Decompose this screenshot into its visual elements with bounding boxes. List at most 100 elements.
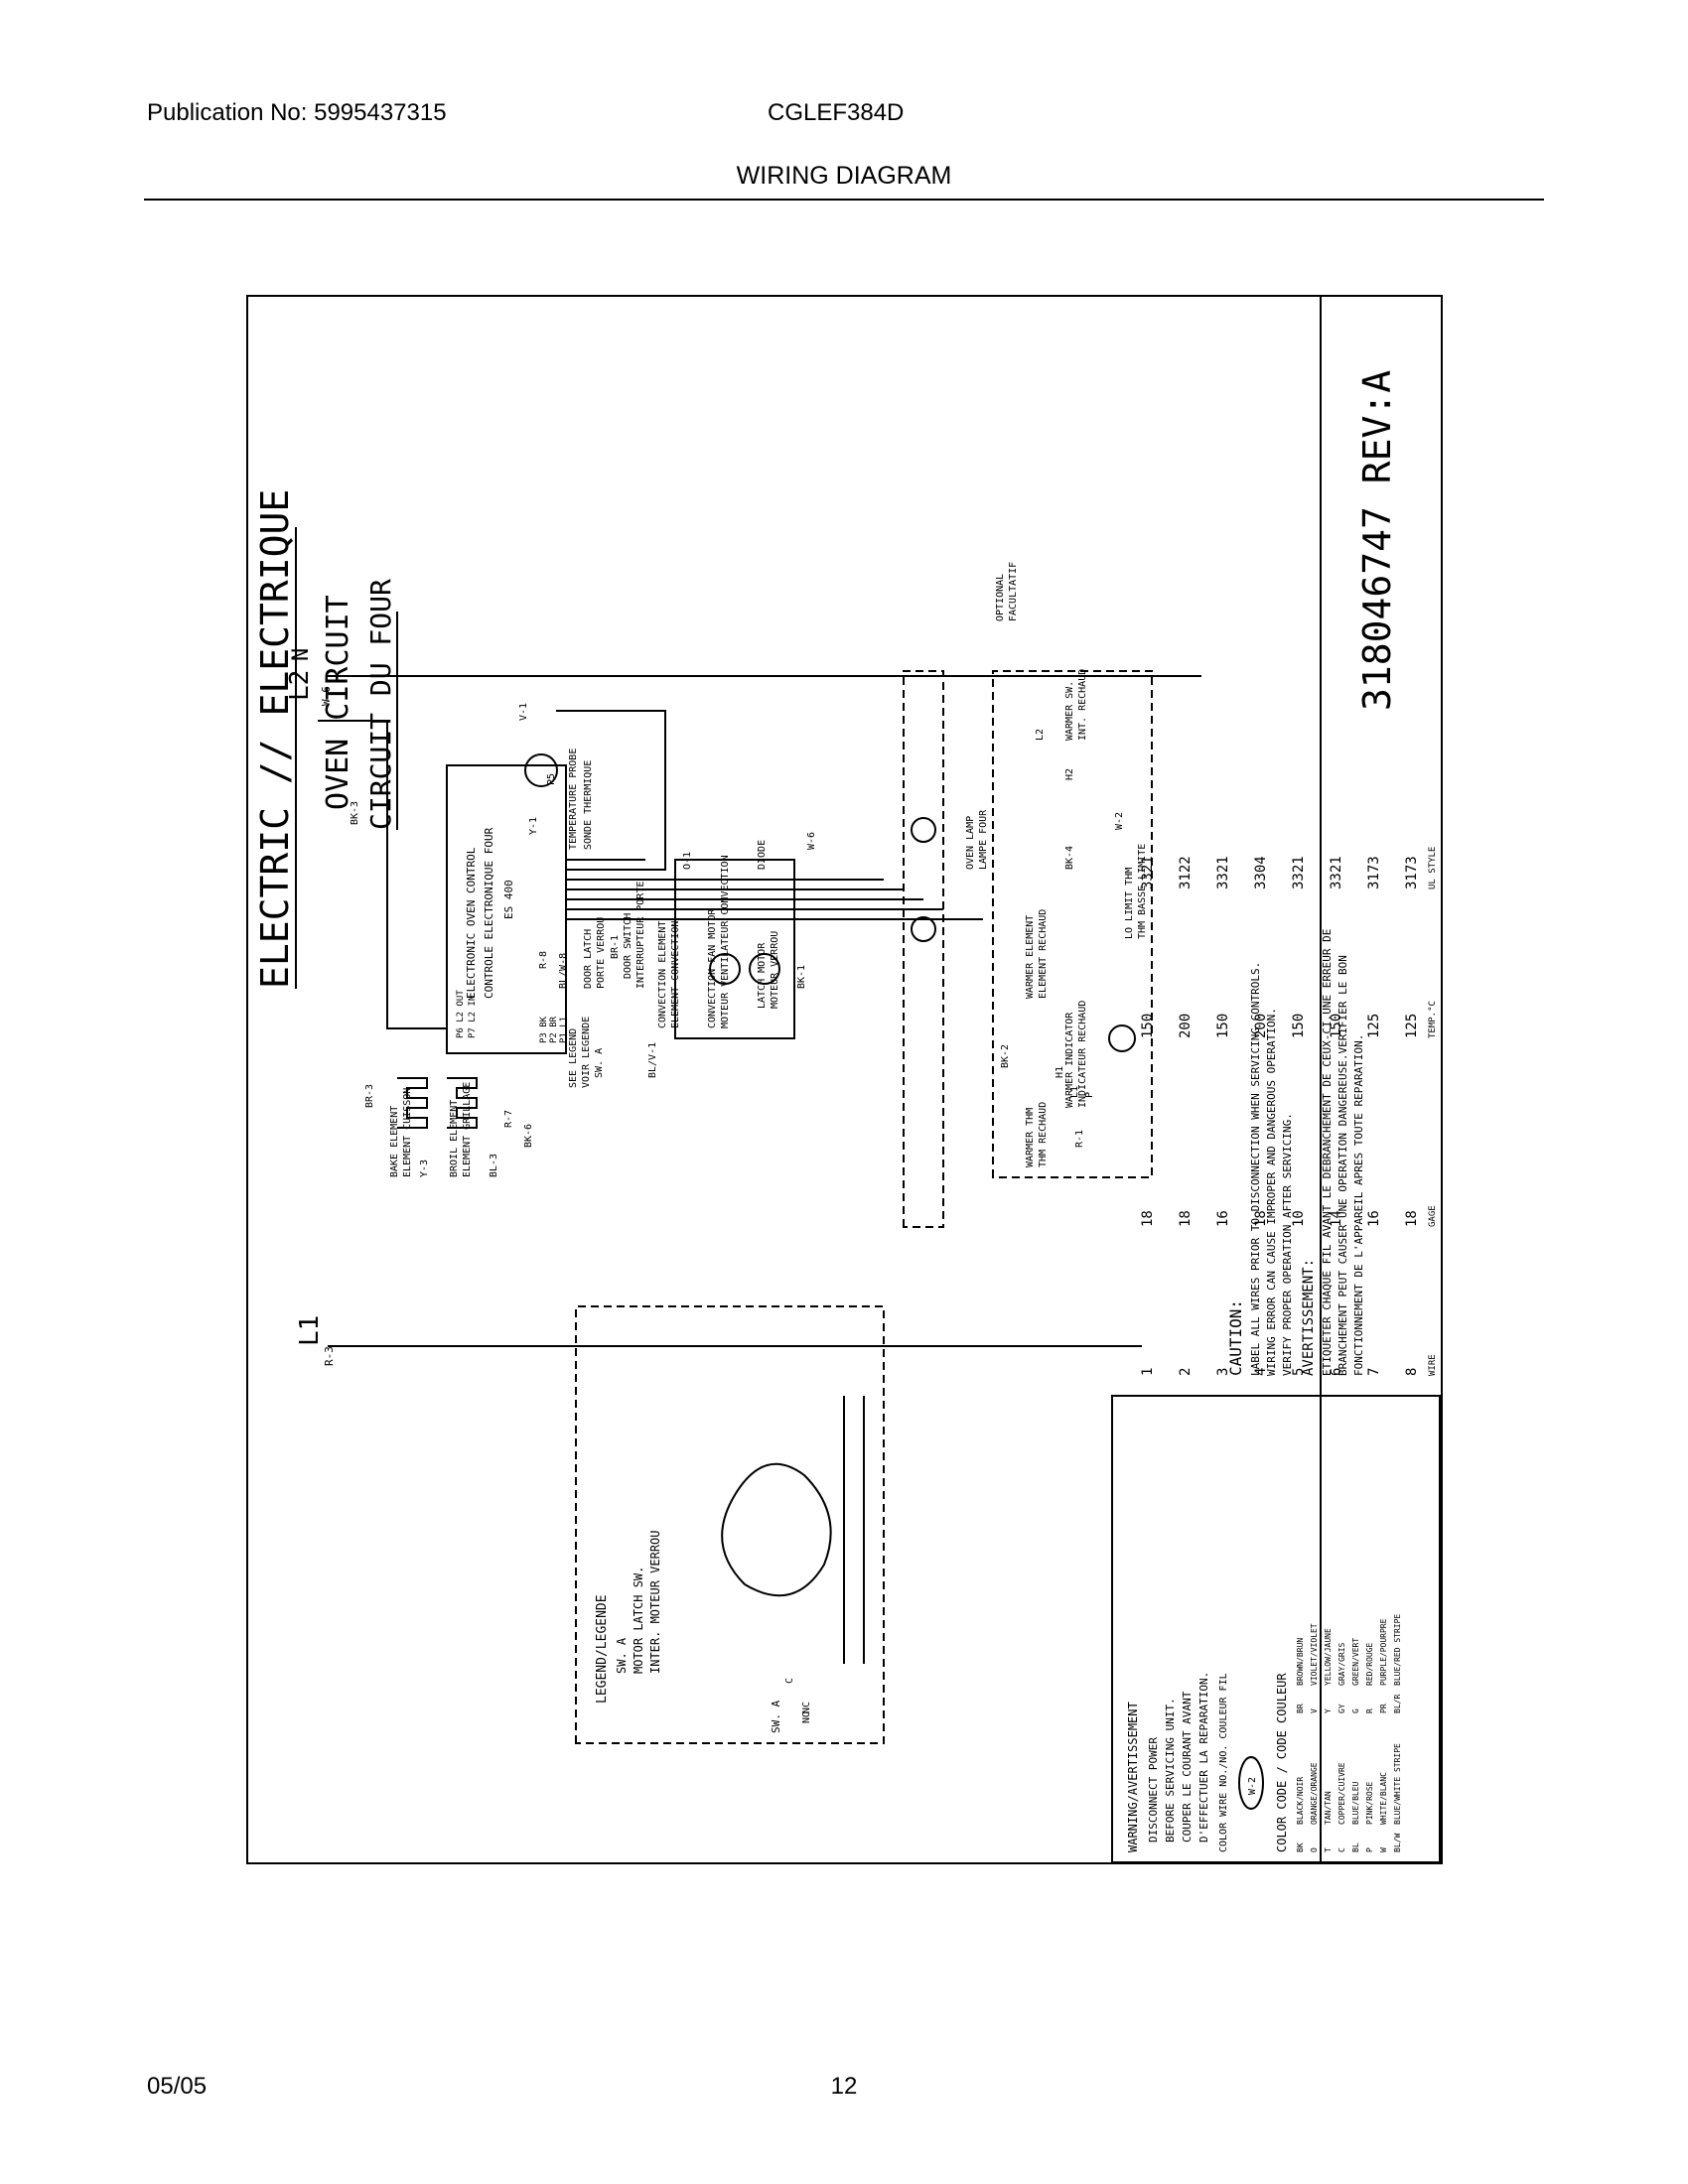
color-code-cell: BROWN/BRUN (1296, 1638, 1305, 1686)
warning-line-3: COUPER LE COURANT AVANT (1181, 1691, 1194, 1843)
wire-table-cell: 3321 (1329, 856, 1344, 889)
header-rule (144, 199, 1544, 201)
control-pin-p3: P3 BK (539, 1016, 549, 1043)
circuit-du-four-title: CIRCUIT DU FOUR (364, 579, 397, 830)
color-code-cell: PINK/ROSE (1365, 1781, 1374, 1825)
warmer-element-label: WARMER ELEMENT (1025, 915, 1036, 999)
part-number: 318046747 REV:A (1355, 370, 1399, 711)
conv-element-label: CONVECTION ELEMENT (657, 921, 668, 1028)
color-code-cell: Y (1324, 1708, 1333, 1713)
color-code-cell: COPPER/CUIVRE (1337, 1762, 1346, 1825)
wire-table-cell: 3173 (1404, 856, 1420, 889)
color-code-cell: TAN/TAN (1324, 1791, 1333, 1825)
warmer-thm-label: WARMER THM (1025, 1108, 1036, 1167)
r7-label: R-7 (503, 1110, 514, 1128)
wire-table-cell: 10 (1291, 1210, 1307, 1227)
color-code-cell: GY (1337, 1704, 1346, 1713)
wire-table-cell: 8 (1404, 1368, 1420, 1376)
color-code-cell: G (1351, 1708, 1360, 1713)
color-code-cell: BLACK/NOIR (1296, 1777, 1305, 1825)
broil-fr-label: ELEMENT GRILLAGE (462, 1082, 473, 1177)
legend-no: NO (801, 1711, 812, 1723)
color-code-cell: GREEN/VERT (1351, 1638, 1360, 1686)
wire-table-cell: 150 (1215, 1014, 1231, 1038)
wire-table-header: TEMP.°C (1428, 1001, 1438, 1038)
n-wire-label: W-6 (320, 686, 333, 706)
bake-label: BAKE ELEMENT (389, 1106, 400, 1177)
warmer-thm-fr-label: THM RECHAUD (1038, 1102, 1049, 1167)
caution-line-2: WIRING ERROR CAN CAUSE IMPROPER AND DANG… (1265, 1008, 1278, 1376)
wire-table-header: UL STYLE (1428, 847, 1438, 889)
wiring-diagram: 318046747 REV:A ELECTRIC // ELECTRIQUE O… (253, 297, 1441, 1862)
wire-table-cell: 3173 (1366, 856, 1382, 889)
oven-lamp-label: OVEN LAMP (965, 816, 976, 870)
l2-wire (318, 720, 447, 1029)
wire-table-cell: 200 (1253, 1014, 1269, 1038)
color-code-cell: GRAY/GRIS (1337, 1642, 1346, 1686)
oven-lamp-1-symbol (911, 817, 936, 843)
p6-label: P6 L2 OUT (456, 990, 466, 1038)
color-code-cell: V (1310, 1708, 1319, 1713)
color-code-cell: C (1337, 1847, 1346, 1852)
control-pin-p2: P2 BR (549, 1016, 559, 1043)
wire-table-cell: 18 (1178, 1210, 1194, 1227)
color-code-cell: P (1365, 1847, 1374, 1852)
diagram-frame: 318046747 REV:A ELECTRIC // ELECTRIQUE O… (246, 295, 1443, 1864)
wire-table-cell: 2 (1178, 1368, 1194, 1376)
color-code-cell: VIOLET/VIOLET (1310, 1623, 1319, 1686)
model-number: CGLEF384D (768, 99, 905, 126)
latch-motor-symbol (749, 953, 780, 985)
wire-table-cell: 4 (1253, 1368, 1269, 1376)
warning-line-4: D'EFFECTUER LA REPARATION. (1197, 1672, 1210, 1843)
temperature-probe-symbol (524, 753, 558, 787)
color-code-cell: PURPLE/POURPRE (1379, 1618, 1388, 1686)
l2-label: L2 (285, 670, 315, 701)
color-code-cell: ORANGE/ORANGE (1310, 1762, 1319, 1825)
o1-label: O-1 (682, 852, 693, 870)
p5-label: P5 (546, 773, 557, 785)
wire-table-cell: 6 (1329, 1368, 1344, 1376)
warmer-sw-label: WARMER SW. (1064, 681, 1075, 741)
color-code-cell: RED/ROUGE (1365, 1642, 1374, 1686)
page-title: WIRING DIAGRAM (736, 162, 952, 190)
page-number: 12 (830, 2073, 858, 2100)
broil-label: BROIL ELEMENT (449, 1100, 460, 1177)
latch-switch-drawing (721, 1462, 832, 1597)
wire-table-cell: 3122 (1178, 856, 1194, 889)
door-switch-label: DOOR SWITCH (623, 913, 633, 979)
wire-table-cell: 7 (1366, 1368, 1382, 1376)
avertissement-line-3: FONCTIONNEMENT DE L'APPAREIL APRES TOUTE… (1352, 1034, 1365, 1376)
bake-fr-label: ELEMENT CUISSON (402, 1088, 413, 1177)
warmer-indicator-symbol (1108, 1024, 1136, 1052)
optional-fr-label: FACULTATIF (1008, 562, 1019, 621)
conv-element-fr-label: ELEMENT CONVECTION (670, 921, 681, 1028)
lo-limit-fr-label: THM BASSE LIMITE (1137, 844, 1148, 939)
color-code-cell: BLUE/BLEU (1351, 1781, 1360, 1825)
publication-number: Publication No: 5995437315 (147, 99, 447, 126)
bk3-label: BK-3 (350, 801, 360, 825)
optional-label: OPTIONAL (995, 574, 1006, 621)
legend-sw-a: SW. A (770, 1701, 782, 1733)
probe-wire (556, 710, 666, 871)
caution-title: CAUTION: (1226, 1299, 1245, 1376)
temp-probe-label: TEMPERATURE PROBE (568, 749, 579, 850)
h2-label: H2 (1064, 768, 1075, 780)
control-model: ES 400 (502, 880, 515, 919)
color-code-cell: BLUE/WHITE STRIPE (1393, 1743, 1402, 1825)
control-name: ELECTRONIC OVEN CONTROL (465, 847, 478, 999)
l2-small-label: L2 (1035, 729, 1046, 741)
blw8-label: BL/W-8 (558, 953, 569, 989)
wire-table-cell: 16 (1215, 1210, 1231, 1227)
l1-wire-label: R-3 (323, 1346, 336, 1366)
color-code-cell: BL/R (1393, 1695, 1402, 1713)
warmer-indicator-label: WARMER INDICATOR (1064, 1012, 1075, 1108)
convection-box (674, 859, 795, 1039)
convection-fan-motor-symbol (709, 953, 741, 985)
wire-table-cell: 5 (1291, 1368, 1307, 1376)
wire-table-cell: 3 (1215, 1368, 1231, 1376)
door-switch-fr-label: INTERRUPTEUR PORTE (635, 882, 646, 989)
wire-table-cell: 125 (1404, 1014, 1420, 1038)
color-code-cell: YELLOW/JAUNE (1324, 1628, 1333, 1686)
l1-small-label: L1 (1069, 1086, 1080, 1098)
